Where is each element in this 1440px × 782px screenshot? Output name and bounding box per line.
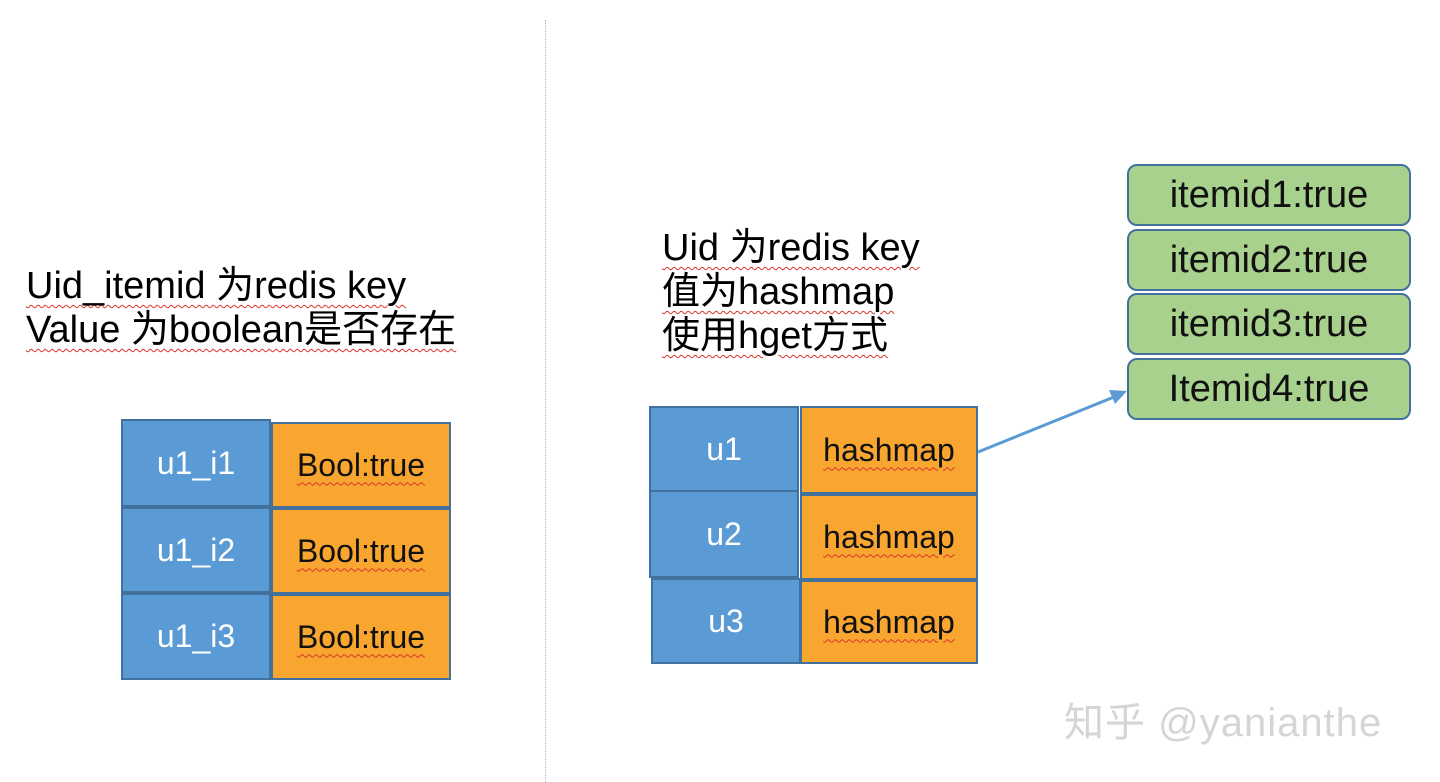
right-key-label: u3 [708, 602, 744, 639]
right-value-label: hashmap [823, 431, 955, 468]
hashmap-entry: itemid1:true [1127, 164, 1411, 226]
arrow-head-icon [1109, 390, 1127, 404]
hashmap-entry-label: itemid2:true [1169, 238, 1369, 281]
hashmap-entry: itemid2:true [1127, 229, 1411, 291]
right-value-cell: hashmap [800, 494, 978, 580]
hashmap-entry-label: itemid1:true [1169, 173, 1369, 216]
left-value-label: Bool:true [296, 446, 426, 483]
watermark: 知乎 @yanianthe [1064, 701, 1383, 745]
right-key-cell: u2 [649, 490, 799, 578]
left-value-cell: Bool:true [271, 594, 451, 680]
right-caption: Uid 为redis key 值为hashmap 使用hget方式 [662, 226, 920, 358]
left-caption-line2: Value 为boolean是否存在 [26, 309, 457, 351]
right-caption-line2: 值为hashmap [662, 271, 895, 313]
left-value-cell: Bool:true [271, 422, 451, 508]
right-key-label: u2 [706, 515, 742, 552]
left-key-label: u1_i1 [156, 444, 236, 481]
left-value-label: Bool:true [296, 532, 426, 569]
right-caption-line1: Uid 为redis key [662, 227, 920, 269]
left-key-label: u1_i3 [156, 618, 236, 654]
left-value-cell: Bool:true [271, 508, 451, 594]
hashmap-entry: Itemid4:true [1127, 358, 1411, 420]
hashmap-entry-label: itemid3:true [1169, 302, 1369, 345]
right-value-label: hashmap [823, 518, 955, 555]
left-key-cell: u1_i3 [121, 593, 271, 680]
left-key-label: u1_i2 [156, 531, 236, 568]
hashmap-entry-label: Itemid4:true [1168, 367, 1370, 410]
right-value-label: hashmap [823, 603, 955, 640]
left-key-cell: u1_i1 [121, 419, 271, 507]
left-caption: Uid_itemid 为redis key Value 为boolean是否存在 [26, 264, 456, 352]
right-caption-line3: 使用hget方式 [662, 315, 888, 357]
right-value-cell: hashmap [800, 406, 978, 494]
left-value-label: Bool:true [296, 618, 426, 655]
hashmap-entry: itemid3:true [1127, 293, 1411, 355]
left-caption-line1: Uid_itemid 为redis key [26, 265, 407, 307]
section-divider [545, 20, 546, 782]
right-key-cell: u1 [649, 406, 799, 492]
right-key-cell: u3 [651, 578, 801, 664]
right-key-label: u1 [706, 430, 742, 467]
right-value-cell: hashmap [800, 580, 978, 664]
left-key-cell: u1_i2 [121, 507, 271, 593]
arrow-shaft [977, 395, 1115, 454]
